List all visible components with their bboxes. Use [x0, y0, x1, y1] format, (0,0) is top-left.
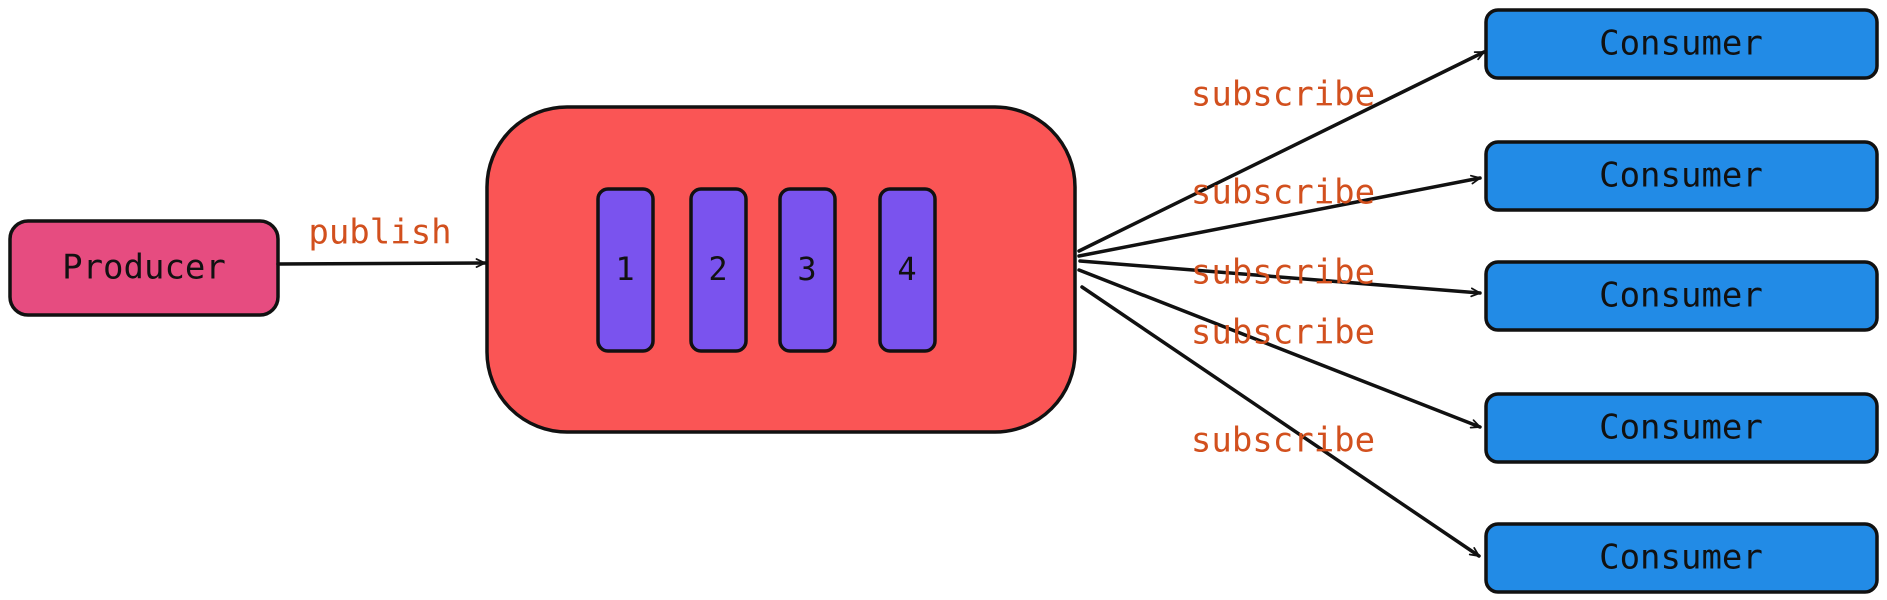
- subscribe-label-2: subscribe: [1191, 173, 1375, 213]
- consumer-node-4: Consumer: [1484, 392, 1879, 464]
- consumer-box: [1484, 260, 1879, 332]
- consumer-label: Consumer: [1599, 24, 1763, 64]
- slot-label: 1: [615, 250, 634, 288]
- consumer-box: [1484, 140, 1879, 212]
- publish-arrow: [276, 263, 487, 264]
- producer-node: Producer: [8, 219, 280, 317]
- subscribe-label-1: subscribe: [1191, 75, 1375, 115]
- queue-slot-2: 2: [689, 187, 748, 353]
- consumer-node-5: Consumer: [1484, 522, 1879, 594]
- consumer-label: Consumer: [1599, 538, 1763, 578]
- slot-box: [778, 187, 837, 353]
- subscribe-arrow-4: [1077, 268, 1482, 429]
- slot-box: [596, 187, 655, 353]
- slot-box: [689, 187, 748, 353]
- publish-label: publish: [308, 213, 451, 253]
- queue-slot-3: 3: [778, 187, 837, 353]
- subscribe-arrow-5: [1080, 285, 1481, 558]
- producer-label: Producer: [62, 248, 226, 288]
- slot-label: 3: [797, 250, 816, 288]
- slot-label: 2: [708, 250, 727, 288]
- subscribe-arrow-1: [1077, 50, 1486, 253]
- subscribe-edges: subscribe subscribe subscribe subscribe …: [1077, 50, 1486, 558]
- consumer-box: [1484, 392, 1879, 464]
- consumer-node-2: Consumer: [1484, 140, 1879, 212]
- subscribe-arrow-2: [1077, 178, 1482, 258]
- consumer-label: Consumer: [1599, 408, 1763, 448]
- consumer-nodes: Consumer Consumer Consumer Consumer Cons…: [1484, 8, 1879, 594]
- subscribe-label-3: subscribe: [1191, 253, 1375, 293]
- slot-label: 4: [897, 250, 916, 288]
- queue-slot-4: 4: [878, 187, 937, 353]
- slot-box: [878, 187, 937, 353]
- subscribe-label-4: subscribe: [1191, 313, 1375, 353]
- consumer-box: [1484, 8, 1879, 80]
- publish-edge: publish: [276, 213, 487, 265]
- consumer-label: Consumer: [1599, 276, 1763, 316]
- queue-slot-1: 1: [596, 187, 655, 353]
- consumer-node-3: Consumer: [1484, 260, 1879, 332]
- consumer-node-1: Consumer: [1484, 8, 1879, 80]
- consumer-label: Consumer: [1599, 156, 1763, 196]
- queue-node: 1 2 3 4: [485, 105, 1077, 434]
- subscribe-arrow-3: [1078, 259, 1482, 293]
- consumer-box: [1484, 522, 1879, 594]
- subscribe-label-5: subscribe: [1191, 421, 1375, 461]
- producer-box: [8, 219, 280, 317]
